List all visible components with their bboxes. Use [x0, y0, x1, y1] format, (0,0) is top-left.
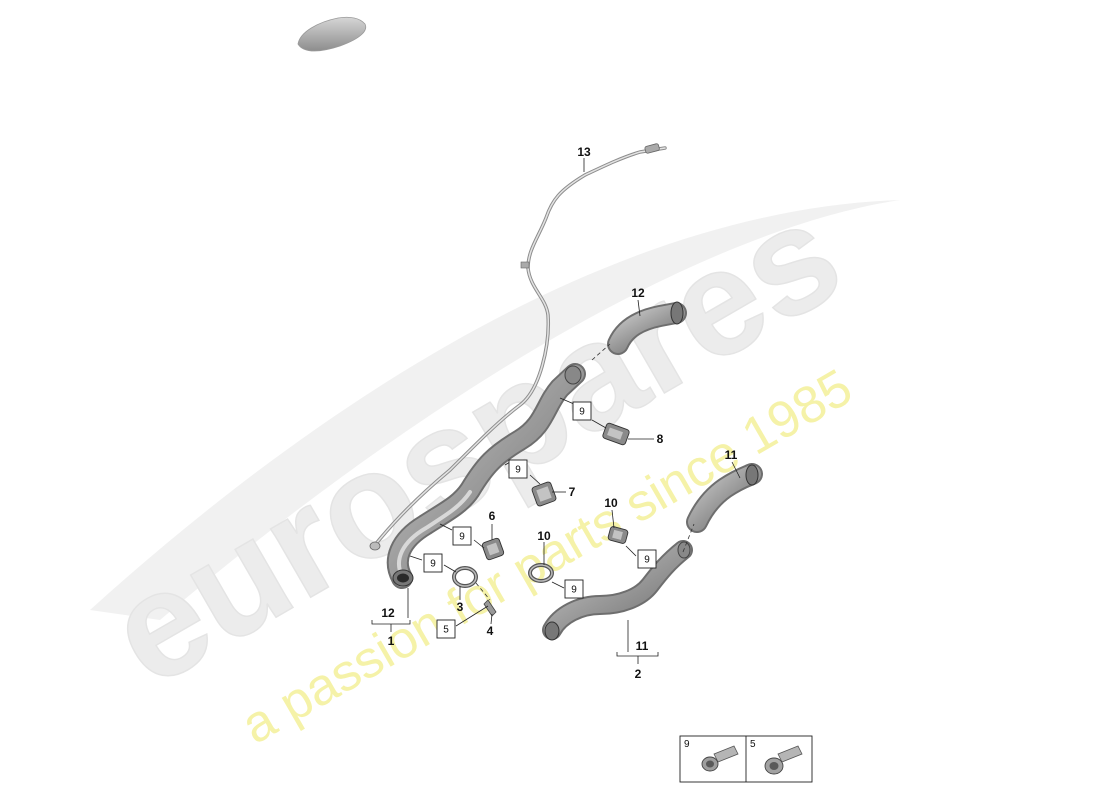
coolant-line-13 — [369, 143, 667, 551]
bolt-5-icon — [764, 745, 803, 775]
boxed-ref-9e: 9 — [564, 579, 584, 599]
callout-4: 4 — [487, 624, 494, 638]
leader-12b — [637, 299, 641, 317]
callout-6: 6 — [489, 509, 496, 523]
ref-line-9 — [551, 581, 565, 589]
watermark-swoosh — [90, 200, 900, 620]
svg-text:9: 9 — [515, 465, 521, 476]
coolant-hose-1 — [386, 363, 586, 589]
boxed-ref-9f: 9 — [637, 549, 657, 569]
ref-line-7 — [409, 555, 423, 561]
callout-8: 8 — [657, 432, 664, 446]
boxed-ref-5: 5 — [436, 619, 456, 639]
bolt-9-icon — [701, 745, 739, 772]
callout-12-upper: 12 — [631, 286, 645, 300]
svg-text:9: 9 — [571, 585, 577, 596]
legend-number-5: 5 — [750, 739, 756, 750]
callout-7: 7 — [569, 485, 576, 499]
coolant-hose-12 — [607, 301, 687, 355]
svg-text:9: 9 — [579, 407, 585, 418]
coolant-hose-11 — [686, 463, 763, 533]
hose-clamp-10-lower — [528, 563, 554, 583]
boxed-ref-9c: 9 — [452, 526, 472, 546]
ref-line-6 — [473, 539, 485, 549]
car-thumbnail-icon — [297, 16, 367, 52]
callout-10-lower: 10 — [537, 529, 551, 543]
bracket-1 — [371, 620, 411, 632]
boxed-ref-9b: 9 — [508, 459, 528, 479]
callout-11-lower: 11 — [636, 639, 649, 653]
leader-4 — [490, 613, 493, 625]
bracket-2 — [616, 652, 659, 664]
ref-line-2 — [591, 419, 607, 429]
callout-11-upper: 11 — [725, 448, 738, 462]
callout-13: 13 — [577, 145, 591, 159]
ref-line-8 — [443, 564, 457, 573]
bracket-7 — [531, 481, 557, 507]
leader-10a — [611, 509, 615, 529]
callout-1: 1 — [388, 634, 395, 648]
ref-line-1 — [559, 397, 575, 405]
callout-10-upper: 10 — [604, 496, 618, 510]
ref-line-10 — [625, 545, 637, 557]
svg-text:9: 9 — [644, 555, 650, 566]
leader-11a — [731, 461, 741, 479]
assembly-line-11b — [682, 523, 695, 553]
callout-2: 2 — [635, 667, 642, 681]
hose-clamp-10-upper — [607, 526, 629, 544]
fastener-legend: 9 5 — [679, 735, 813, 783]
callout-12-lower: 12 — [381, 606, 395, 620]
legend-number-9: 9 — [684, 739, 690, 750]
svg-text:9: 9 — [430, 559, 436, 570]
ref-line-11 — [455, 605, 489, 627]
bracket-8 — [602, 422, 630, 446]
assembly-line-3-4 — [475, 582, 491, 601]
bracket-6 — [481, 537, 505, 561]
hose-clamp-3 — [452, 566, 478, 588]
callout-3: 3 — [457, 600, 464, 614]
svg-text:5: 5 — [443, 625, 449, 636]
ref-line-4 — [529, 474, 541, 485]
boxed-ref-9a: 9 — [572, 401, 592, 421]
boxed-ref-9d: 9 — [423, 553, 443, 573]
svg-text:9: 9 — [459, 532, 465, 543]
ref-line-5 — [439, 523, 453, 531]
